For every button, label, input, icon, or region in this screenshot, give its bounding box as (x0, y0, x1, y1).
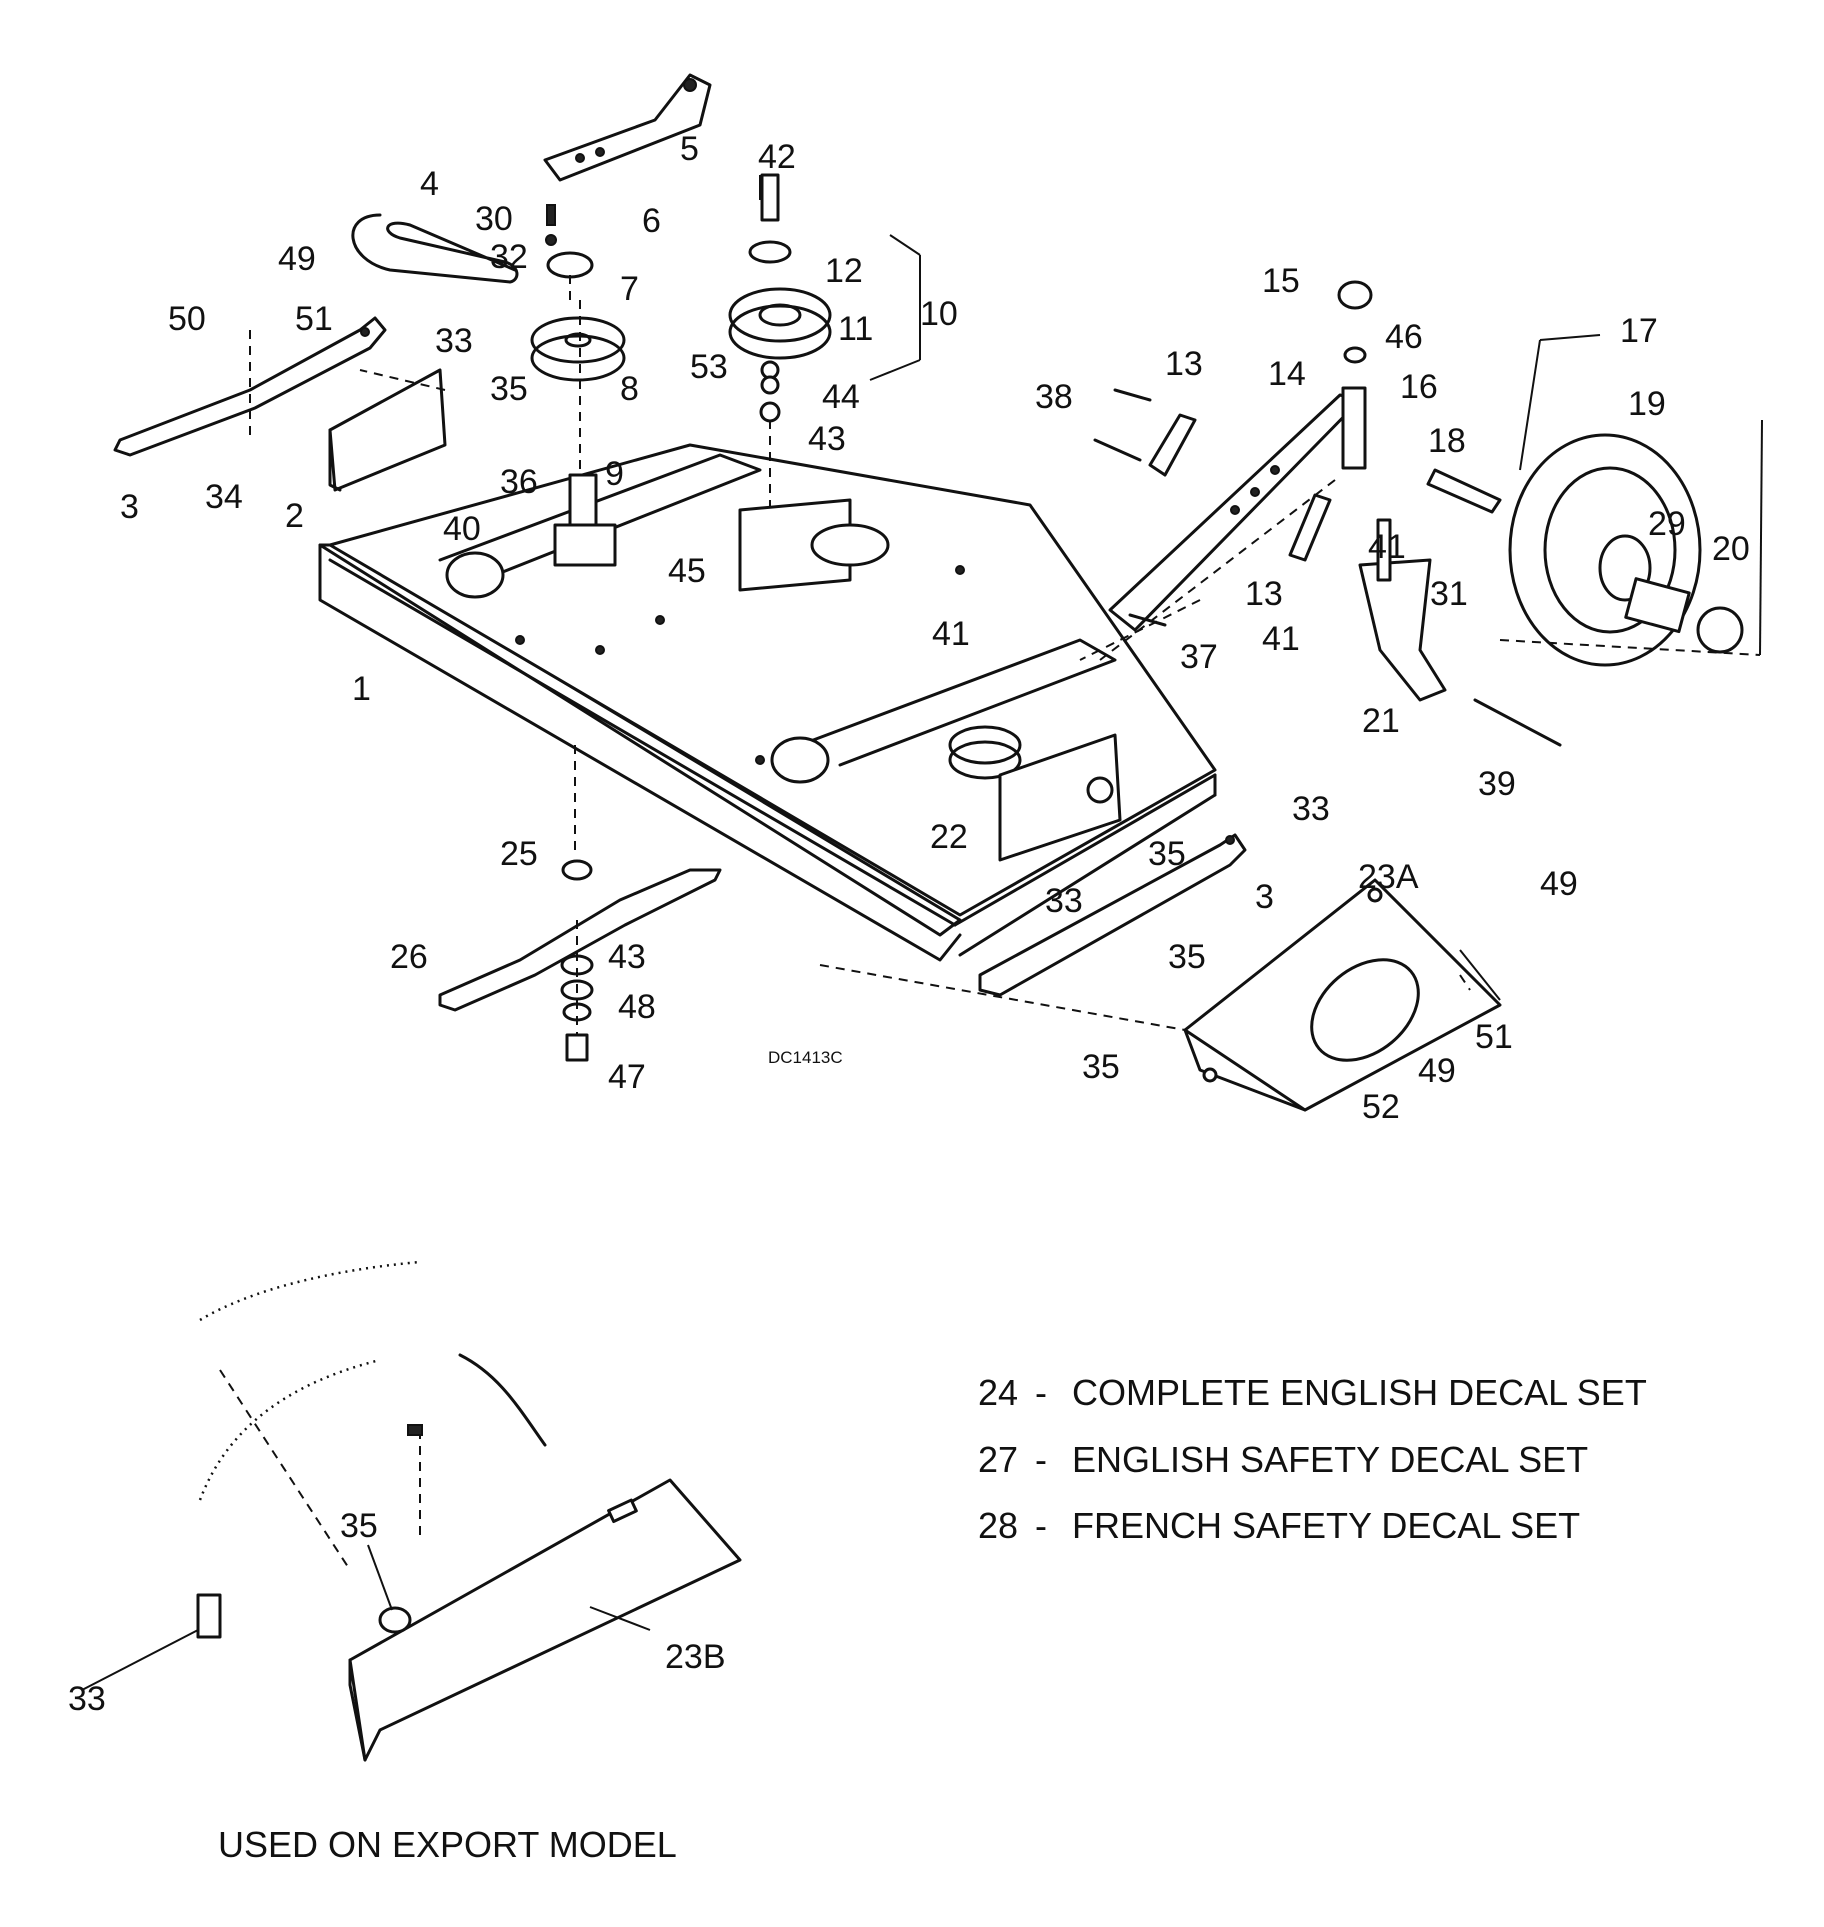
callout-51-left: 51 (295, 300, 333, 338)
callout-49-chute-top: 49 (1540, 865, 1578, 903)
callout-11: 11 (838, 310, 873, 348)
callout-4: 4 (420, 165, 439, 203)
callout-53: 53 (690, 348, 728, 386)
callout-10: 10 (920, 295, 958, 333)
callout-14: 14 (1268, 355, 1306, 393)
idler-arm-5 (543, 73, 712, 182)
legend-separator: - (1035, 1372, 1047, 1413)
callout-33-center: 33 (1045, 882, 1083, 920)
export-model-inset: 35 33 23B USED ON EXPORT MODEL (68, 1260, 742, 1865)
inset-callout-33: 33 (68, 1680, 106, 1718)
callout-49-chute-bottom: 49 (1418, 1052, 1456, 1090)
decal-legend: 24 - COMPLETE ENGLISH DECAL SET 27 - ENG… (978, 1372, 1647, 1546)
callout-35-left: 35 (490, 370, 528, 408)
callout-30: 30 (475, 200, 513, 238)
callout-35-chute: 35 (1168, 938, 1206, 976)
belt-4 (351, 213, 519, 284)
right-spindle-assembly (948, 725, 1122, 862)
inset-callout-23b: 23B (665, 1638, 726, 1676)
callout-19: 19 (1628, 385, 1666, 423)
callout-46: 46 (1385, 318, 1423, 356)
legend-number: 24 (978, 1372, 1018, 1413)
callout-40: 40 (443, 510, 481, 548)
callout-41-wheel-upper: 41 (1368, 528, 1406, 566)
inset-callout-35: 35 (340, 1507, 378, 1545)
callout-41-center: 41 (932, 615, 970, 653)
callout-9: 9 (605, 455, 624, 493)
callout-34: 34 (205, 478, 243, 516)
callout-16: 16 (1400, 368, 1438, 406)
callout-13-bottom: 13 (1245, 575, 1283, 613)
legend-separator: - (1035, 1439, 1047, 1480)
callout-18: 18 (1428, 422, 1466, 460)
legend-row-24: 24 - COMPLETE ENGLISH DECAL SET (978, 1372, 1647, 1413)
callout-49-left: 49 (278, 240, 316, 278)
callout-15: 15 (1262, 262, 1300, 300)
callout-43-bottom: 43 (608, 938, 646, 976)
mower-deck-shell (318, 443, 1217, 962)
callout-23a: 23A (1358, 858, 1419, 896)
legend-number: 27 (978, 1439, 1018, 1480)
callout-43-top: 43 (808, 420, 846, 458)
baffle-2 (328, 368, 447, 492)
hanger-3-left (113, 316, 387, 457)
callout-22: 22 (930, 818, 968, 856)
callout-21: 21 (1362, 702, 1400, 740)
inset-caption: USED ON EXPORT MODEL (218, 1824, 677, 1865)
hanger-3-right (978, 833, 1247, 997)
callout-31: 31 (1430, 575, 1468, 613)
callout-1: 1 (352, 670, 371, 708)
callout-47: 47 (608, 1058, 646, 1096)
legend-text: COMPLETE ENGLISH DECAL SET (1072, 1372, 1647, 1413)
gauge-wheel-assembly (1093, 280, 1761, 747)
callout-52: 52 (1362, 1088, 1400, 1126)
callout-35-center: 35 (1148, 835, 1186, 873)
callout-50: 50 (168, 300, 206, 338)
callout-36: 36 (500, 463, 538, 501)
left-spindle-assembly (530, 204, 626, 567)
callout-13-top: 13 (1165, 345, 1203, 383)
baffle-22 (998, 733, 1122, 862)
discharge-chute-23a (819, 878, 1502, 1112)
callout-7: 7 (620, 270, 639, 308)
callout-20: 20 (1712, 530, 1750, 568)
callout-38: 38 (1035, 378, 1073, 416)
callout-25: 25 (500, 835, 538, 873)
callout-labels: 1 2 3 3 4 5 6 7 8 9 10 11 12 13 13 14 15… (120, 130, 1750, 1126)
callout-5: 5 (680, 130, 699, 168)
blade-assembly (438, 745, 722, 1062)
callout-37: 37 (1180, 638, 1218, 676)
legend-text: ENGLISH SAFETY DECAL SET (1072, 1439, 1588, 1480)
legend-row-27: 27 - ENGLISH SAFETY DECAL SET (978, 1439, 1588, 1480)
center-pulley-assembly (728, 173, 890, 592)
callout-39: 39 (1478, 765, 1516, 803)
legend-number: 28 (978, 1505, 1018, 1546)
callout-33-left: 33 (435, 322, 473, 360)
callout-29: 29 (1648, 505, 1686, 543)
callout-17: 17 (1620, 312, 1658, 350)
callout-33-right: 33 (1292, 790, 1330, 828)
callout-35-lower: 35 (1082, 1048, 1120, 1086)
callout-3-right: 3 (1255, 878, 1274, 916)
callout-42: 42 (758, 138, 796, 176)
callout-2: 2 (285, 497, 304, 535)
callout-32: 32 (490, 238, 528, 276)
callout-12: 12 (825, 252, 863, 290)
legend-row-28: 28 - FRENCH SAFETY DECAL SET (978, 1505, 1580, 1546)
callout-44: 44 (822, 378, 860, 416)
callout-48: 48 (618, 988, 656, 1026)
blade-26 (438, 868, 722, 1012)
callout-45: 45 (668, 552, 706, 590)
callout-8: 8 (620, 370, 639, 408)
diagram-code: DC1413C (768, 1048, 843, 1067)
legend-text: FRENCH SAFETY DECAL SET (1072, 1505, 1580, 1546)
callout-41-wheel-lower: 41 (1262, 620, 1300, 658)
callout-51-chute: 51 (1475, 1018, 1513, 1056)
callout-6: 6 (642, 202, 661, 240)
callout-3-left: 3 (120, 488, 139, 526)
callout-26: 26 (390, 938, 428, 976)
legend-separator: - (1035, 1505, 1047, 1546)
leader-lines (759, 175, 1763, 1001)
